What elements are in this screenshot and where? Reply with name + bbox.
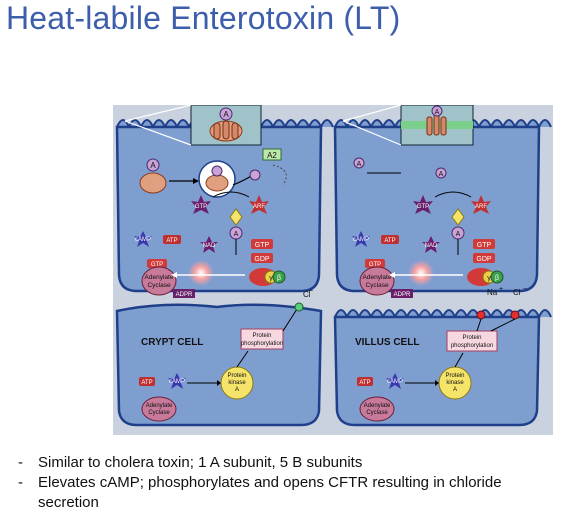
- protein-phosphorylation-label: phosphorylation: [241, 341, 283, 347]
- charge-plus: +: [499, 286, 503, 293]
- cell-name: VILLUS CELL: [355, 337, 419, 348]
- adenylate-cyclase-label: Adenylate: [363, 274, 392, 281]
- mechanism-diagram: A A A2 GTP ARF A: [113, 105, 553, 435]
- protein-kinase-label: kinase: [228, 380, 246, 386]
- atp-label: ATP: [359, 380, 370, 386]
- arf-label: ARF: [253, 204, 265, 210]
- gdp-label: GDP: [476, 256, 492, 263]
- gdp-label: GDP: [254, 256, 270, 263]
- cell-name: CRYPT CELL: [141, 337, 203, 348]
- bullet-text: Elevates cAMP; phosphorylates and opens …: [38, 474, 502, 511]
- adenylate-cyclase-label: Cyclase: [366, 410, 388, 416]
- beta-label: β: [495, 275, 499, 282]
- protein-kinase-label: A: [235, 387, 239, 393]
- protein-phosphorylation-label: Protein: [462, 335, 481, 341]
- protein-kinase-label: Protein: [227, 373, 246, 379]
- chloride-label: Cl: [303, 290, 311, 299]
- beta-label: β: [277, 275, 281, 282]
- gamma-label: γ: [487, 275, 491, 282]
- nad-label: NAD: [425, 243, 438, 249]
- adenylate-cyclase-label: Cyclase: [365, 282, 389, 289]
- a-subunit-label: A: [435, 109, 440, 116]
- bullet-text: Similar to cholera toxin; 1 A subunit, 5…: [38, 454, 363, 471]
- slide-title: Heat-labile Enterotoxin (LT): [6, 0, 401, 36]
- adenylate-cyclase-label: Cyclase: [147, 282, 171, 289]
- bullet-item: - Elevates cAMP; phosphorylates and open…: [18, 473, 563, 513]
- camp-label: cAMP: [169, 379, 185, 385]
- gtp-label: GTP: [151, 262, 163, 268]
- charge-minus: −: [523, 286, 527, 293]
- protein-kinase-label: Protein: [445, 373, 464, 379]
- adenylate-cyclase-label: Cyclase: [148, 410, 170, 416]
- adenylate-cyclase-label: Adenylate: [364, 403, 391, 409]
- gtp-label: GTP: [195, 204, 207, 210]
- protein-phosphorylation-label: phosphorylation: [451, 343, 493, 349]
- charge-minus: −: [309, 288, 313, 295]
- gtp-label: GTP: [369, 262, 381, 268]
- adpr-label: ADPR: [176, 292, 193, 298]
- chloride-label: Cl: [513, 288, 521, 297]
- a-subunit-label: A: [150, 161, 156, 170]
- camp-label: cAMP: [135, 237, 151, 243]
- atp-label: ATP: [166, 238, 177, 244]
- camp-label: cAMP: [387, 379, 403, 385]
- a-subunit-label: A: [439, 171, 444, 178]
- arf-label: ARF: [475, 204, 487, 210]
- gamma-label: γ: [269, 275, 273, 282]
- gtp-label: GTP: [417, 204, 429, 210]
- atp-label: ATP: [384, 238, 395, 244]
- a2-label: A2: [267, 151, 277, 160]
- protein-kinase-label: kinase: [446, 380, 464, 386]
- bullet-list: - Similar to cholera toxin; 1 A subunit,…: [18, 453, 563, 513]
- a-subunit-label: A: [234, 231, 239, 238]
- gtp-label: GTP: [477, 242, 492, 249]
- gtp-label: GTP: [255, 242, 270, 249]
- a-subunit-label: A: [456, 231, 461, 238]
- camp-label: cAMP: [353, 237, 369, 243]
- a-subunit-label: A: [357, 161, 362, 168]
- bullet-dash: -: [18, 474, 23, 491]
- protein-phosphorylation-label: Protein: [252, 333, 271, 339]
- adpr-label: ADPR: [394, 292, 411, 298]
- a-subunit-label: A: [223, 110, 229, 119]
- adenylate-cyclase-label: Adenylate: [145, 274, 174, 281]
- nad-label: NAD: [203, 243, 216, 249]
- atp-label: ATP: [141, 380, 152, 386]
- adenylate-cyclase-label: Adenylate: [146, 403, 173, 409]
- protein-kinase-label: A: [453, 387, 457, 393]
- bullet-dash: -: [18, 454, 23, 471]
- bullet-item: - Similar to cholera toxin; 1 A subunit,…: [18, 453, 563, 473]
- sodium-label: Na: [487, 288, 498, 297]
